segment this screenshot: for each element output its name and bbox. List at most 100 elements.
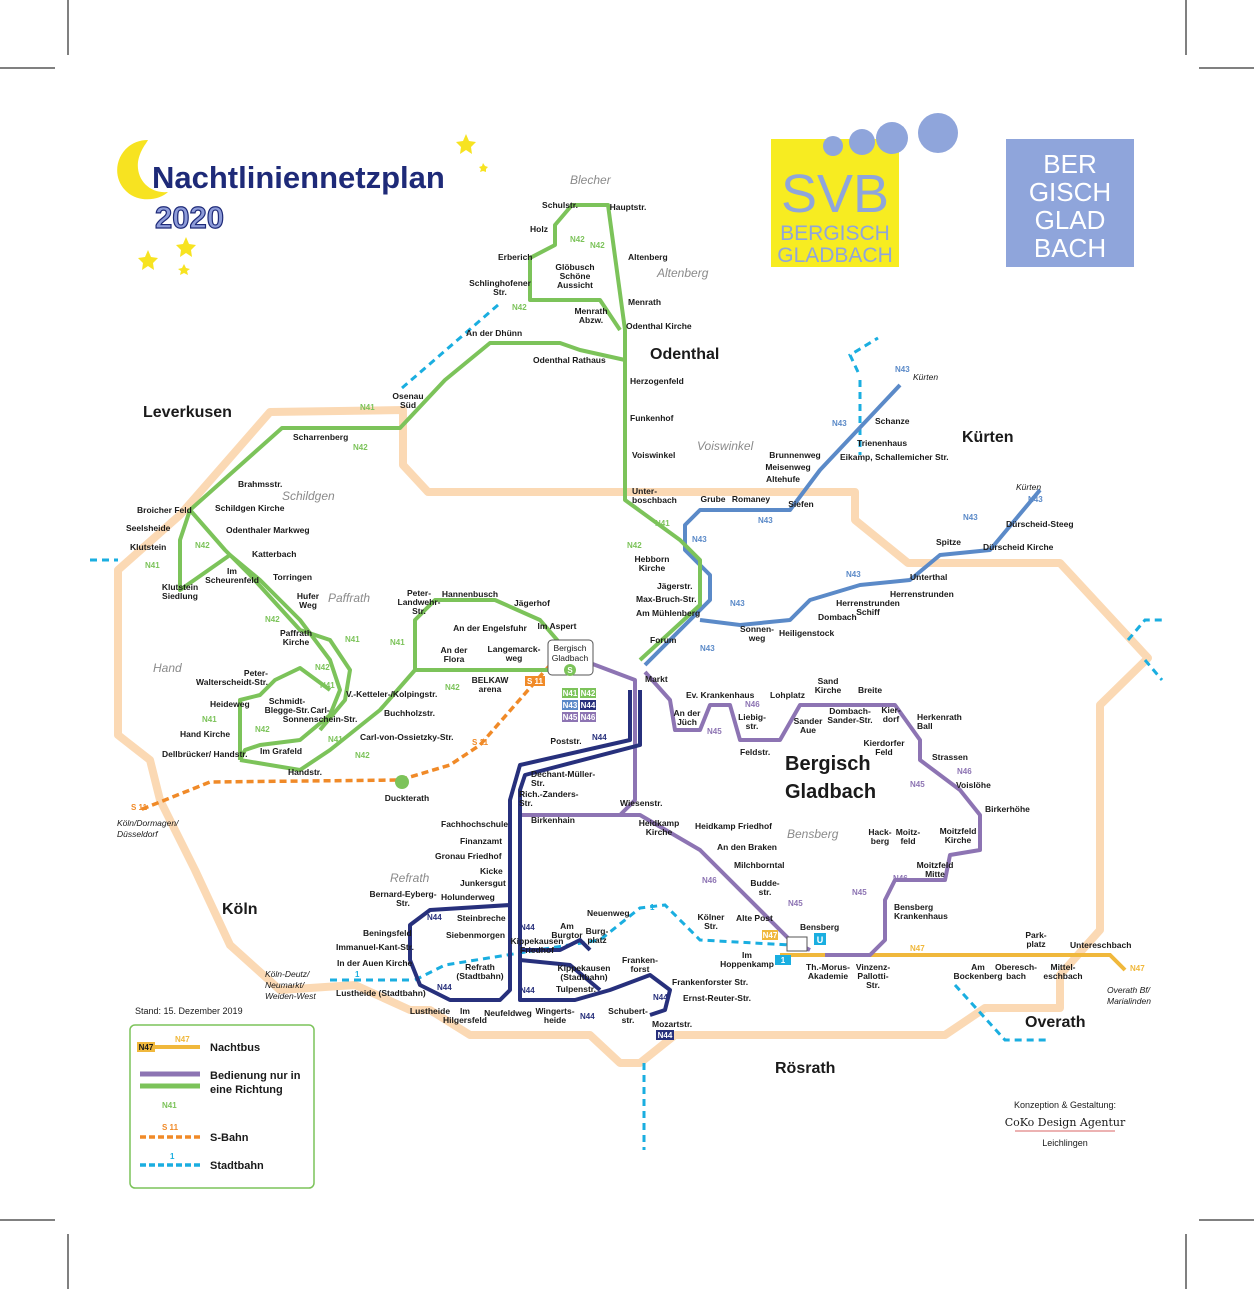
svb-logo: SVB BERGISCH GLADBACH xyxy=(771,113,958,267)
station-birkenhain: Birkenhain xyxy=(531,815,575,825)
station-peter-walterscheidt: Peter-Walterscheidt-Str. xyxy=(196,668,268,687)
legend-stadtbahn: Stadtbahn xyxy=(210,1160,264,1172)
station-dombach: Dombach xyxy=(818,612,857,622)
station-herzogenfeld: Herzogenfeld xyxy=(630,376,684,386)
svg-text:Köln-Deutz/: Köln-Deutz/ xyxy=(265,969,311,979)
bensberg-hub[interactable] xyxy=(786,936,808,952)
svg-text:S 11: S 11 xyxy=(472,738,489,747)
svg-text:N43: N43 xyxy=(700,644,715,653)
svg-text:N42: N42 xyxy=(512,303,527,312)
station-seelsheide: Seelsheide xyxy=(126,523,171,533)
svg-text:N47: N47 xyxy=(139,1043,154,1052)
svg-text:N45: N45 xyxy=(852,888,867,897)
svg-text:N47: N47 xyxy=(910,944,925,953)
station-odenthal-rathaus: Odenthal Rathaus xyxy=(533,355,606,365)
svg-text:N43: N43 xyxy=(692,535,707,544)
station-brunnenweg: Brunnenweg xyxy=(769,450,820,460)
station-erberich: Erberich xyxy=(498,252,533,262)
svg-text:GISCH: GISCH xyxy=(1029,177,1111,207)
station-langemarckweg: Langemarck-weg xyxy=(488,644,541,663)
svg-text:N42: N42 xyxy=(445,683,460,692)
station-scharrenberg: Scharrenberg xyxy=(293,432,348,442)
svg-text:N41: N41 xyxy=(360,403,375,412)
svg-text:S 11: S 11 xyxy=(131,803,148,812)
station-jaegerstr: Jägerstr. xyxy=(657,581,692,591)
station-milchborntal: Milchborntal xyxy=(734,860,785,870)
svg-text:Weiden-West: Weiden-West xyxy=(265,991,316,1001)
station-engelsfuhr: An der Engelsfuhr xyxy=(453,623,527,633)
svg-text:N42: N42 xyxy=(315,663,330,672)
station-unterboschbach: Unter-boschbach xyxy=(632,486,677,505)
legend-nachtbus: Nachtbus xyxy=(210,1042,260,1054)
station-spitze: Spitze xyxy=(936,537,961,547)
station-mittel: Mittel-eschbach xyxy=(1043,962,1082,981)
svg-text:Düsseldorf: Düsseldorf xyxy=(117,829,159,839)
station-im-grafeld: Im Grafeld xyxy=(260,746,302,756)
station-immanuel-kant: Immanuel-Kant-Str. xyxy=(336,942,414,952)
svg-text:N41: N41 xyxy=(320,681,335,690)
svg-text:Konzeption & Gestaltung:: Konzeption & Gestaltung: xyxy=(1014,1100,1116,1110)
hub-station[interactable]: Bergisch Gladbach S xyxy=(547,639,594,676)
station-kierdorf: Kier-dorf xyxy=(881,705,901,724)
svg-text:N42: N42 xyxy=(570,235,585,244)
station-kicke: Kicke xyxy=(480,866,503,876)
station-odenthaler-markweg: Odenthaler Markweg xyxy=(226,525,310,535)
station-birkerhoehe: Birkerhöhe xyxy=(985,804,1030,814)
station-hand-kirche: Hand Kirche xyxy=(180,729,230,739)
station-bensberg: Bensberg xyxy=(800,922,839,932)
svg-text:N44: N44 xyxy=(592,733,607,742)
svg-text:N42: N42 xyxy=(590,241,605,250)
star-icons xyxy=(138,134,488,275)
stadtbahn-lines xyxy=(90,303,1165,1150)
station-hackberg: Hack-berg xyxy=(868,827,891,846)
svg-text:N44: N44 xyxy=(580,1012,595,1021)
legend-sbahn: S-Bahn xyxy=(210,1132,249,1144)
station-parkplatz: Park-platz xyxy=(1025,930,1046,949)
duckterath-s-icon xyxy=(395,775,409,789)
station-menrath: Menrath xyxy=(628,297,661,307)
svg-text:Odenthal: Odenthal xyxy=(650,346,719,363)
svg-text:N42: N42 xyxy=(265,615,280,624)
stand-date: Stand: 15. Dezember 2019 xyxy=(135,1006,243,1016)
svg-text:1: 1 xyxy=(170,1152,175,1161)
station-am-muehlenberg: Am Mühlenberg xyxy=(636,608,700,618)
station-beningsfeld: Beningsfeld xyxy=(363,928,412,938)
moon-icon xyxy=(117,140,168,200)
svg-text:N44: N44 xyxy=(520,986,535,995)
svg-text:1: 1 xyxy=(781,956,786,965)
svg-text:N45: N45 xyxy=(910,780,925,789)
station-wingertsheide: Wingerts-heide xyxy=(535,1006,574,1025)
station-eikamp: Eikamp, Schallemicher Str. xyxy=(840,452,949,462)
svg-text:N44: N44 xyxy=(520,923,535,932)
svg-text:BACH: BACH xyxy=(1034,233,1106,263)
svg-text:N46: N46 xyxy=(745,700,760,709)
station-ev-krankenhaus: Ev. Krankenhaus xyxy=(686,690,755,700)
station-neufeldweg: Neufeldweg xyxy=(484,1008,532,1018)
station-mozartstr: Mozartstr. xyxy=(652,1019,692,1029)
page-year: 2020 xyxy=(155,200,224,235)
svg-text:N42: N42 xyxy=(355,751,370,760)
station-feldstr: Feldstr. xyxy=(740,747,770,757)
station-lohplatz: Lohplatz xyxy=(770,690,805,700)
svg-text:N45: N45 xyxy=(563,713,578,722)
svg-text:N41: N41 xyxy=(655,519,670,528)
station-neuenweg: Neuenweg xyxy=(587,908,630,918)
station-sonnenweg: Sonnen-weg xyxy=(740,624,774,643)
line-n44 xyxy=(408,690,672,1017)
station-im-aspert: Im Aspert xyxy=(538,621,577,631)
svg-text:N47: N47 xyxy=(175,1035,190,1044)
station-romaney: Romaney xyxy=(732,494,771,504)
svg-text:GLADBACH: GLADBACH xyxy=(777,244,893,267)
station-brahmsstr: Brahmsstr. xyxy=(238,479,282,489)
